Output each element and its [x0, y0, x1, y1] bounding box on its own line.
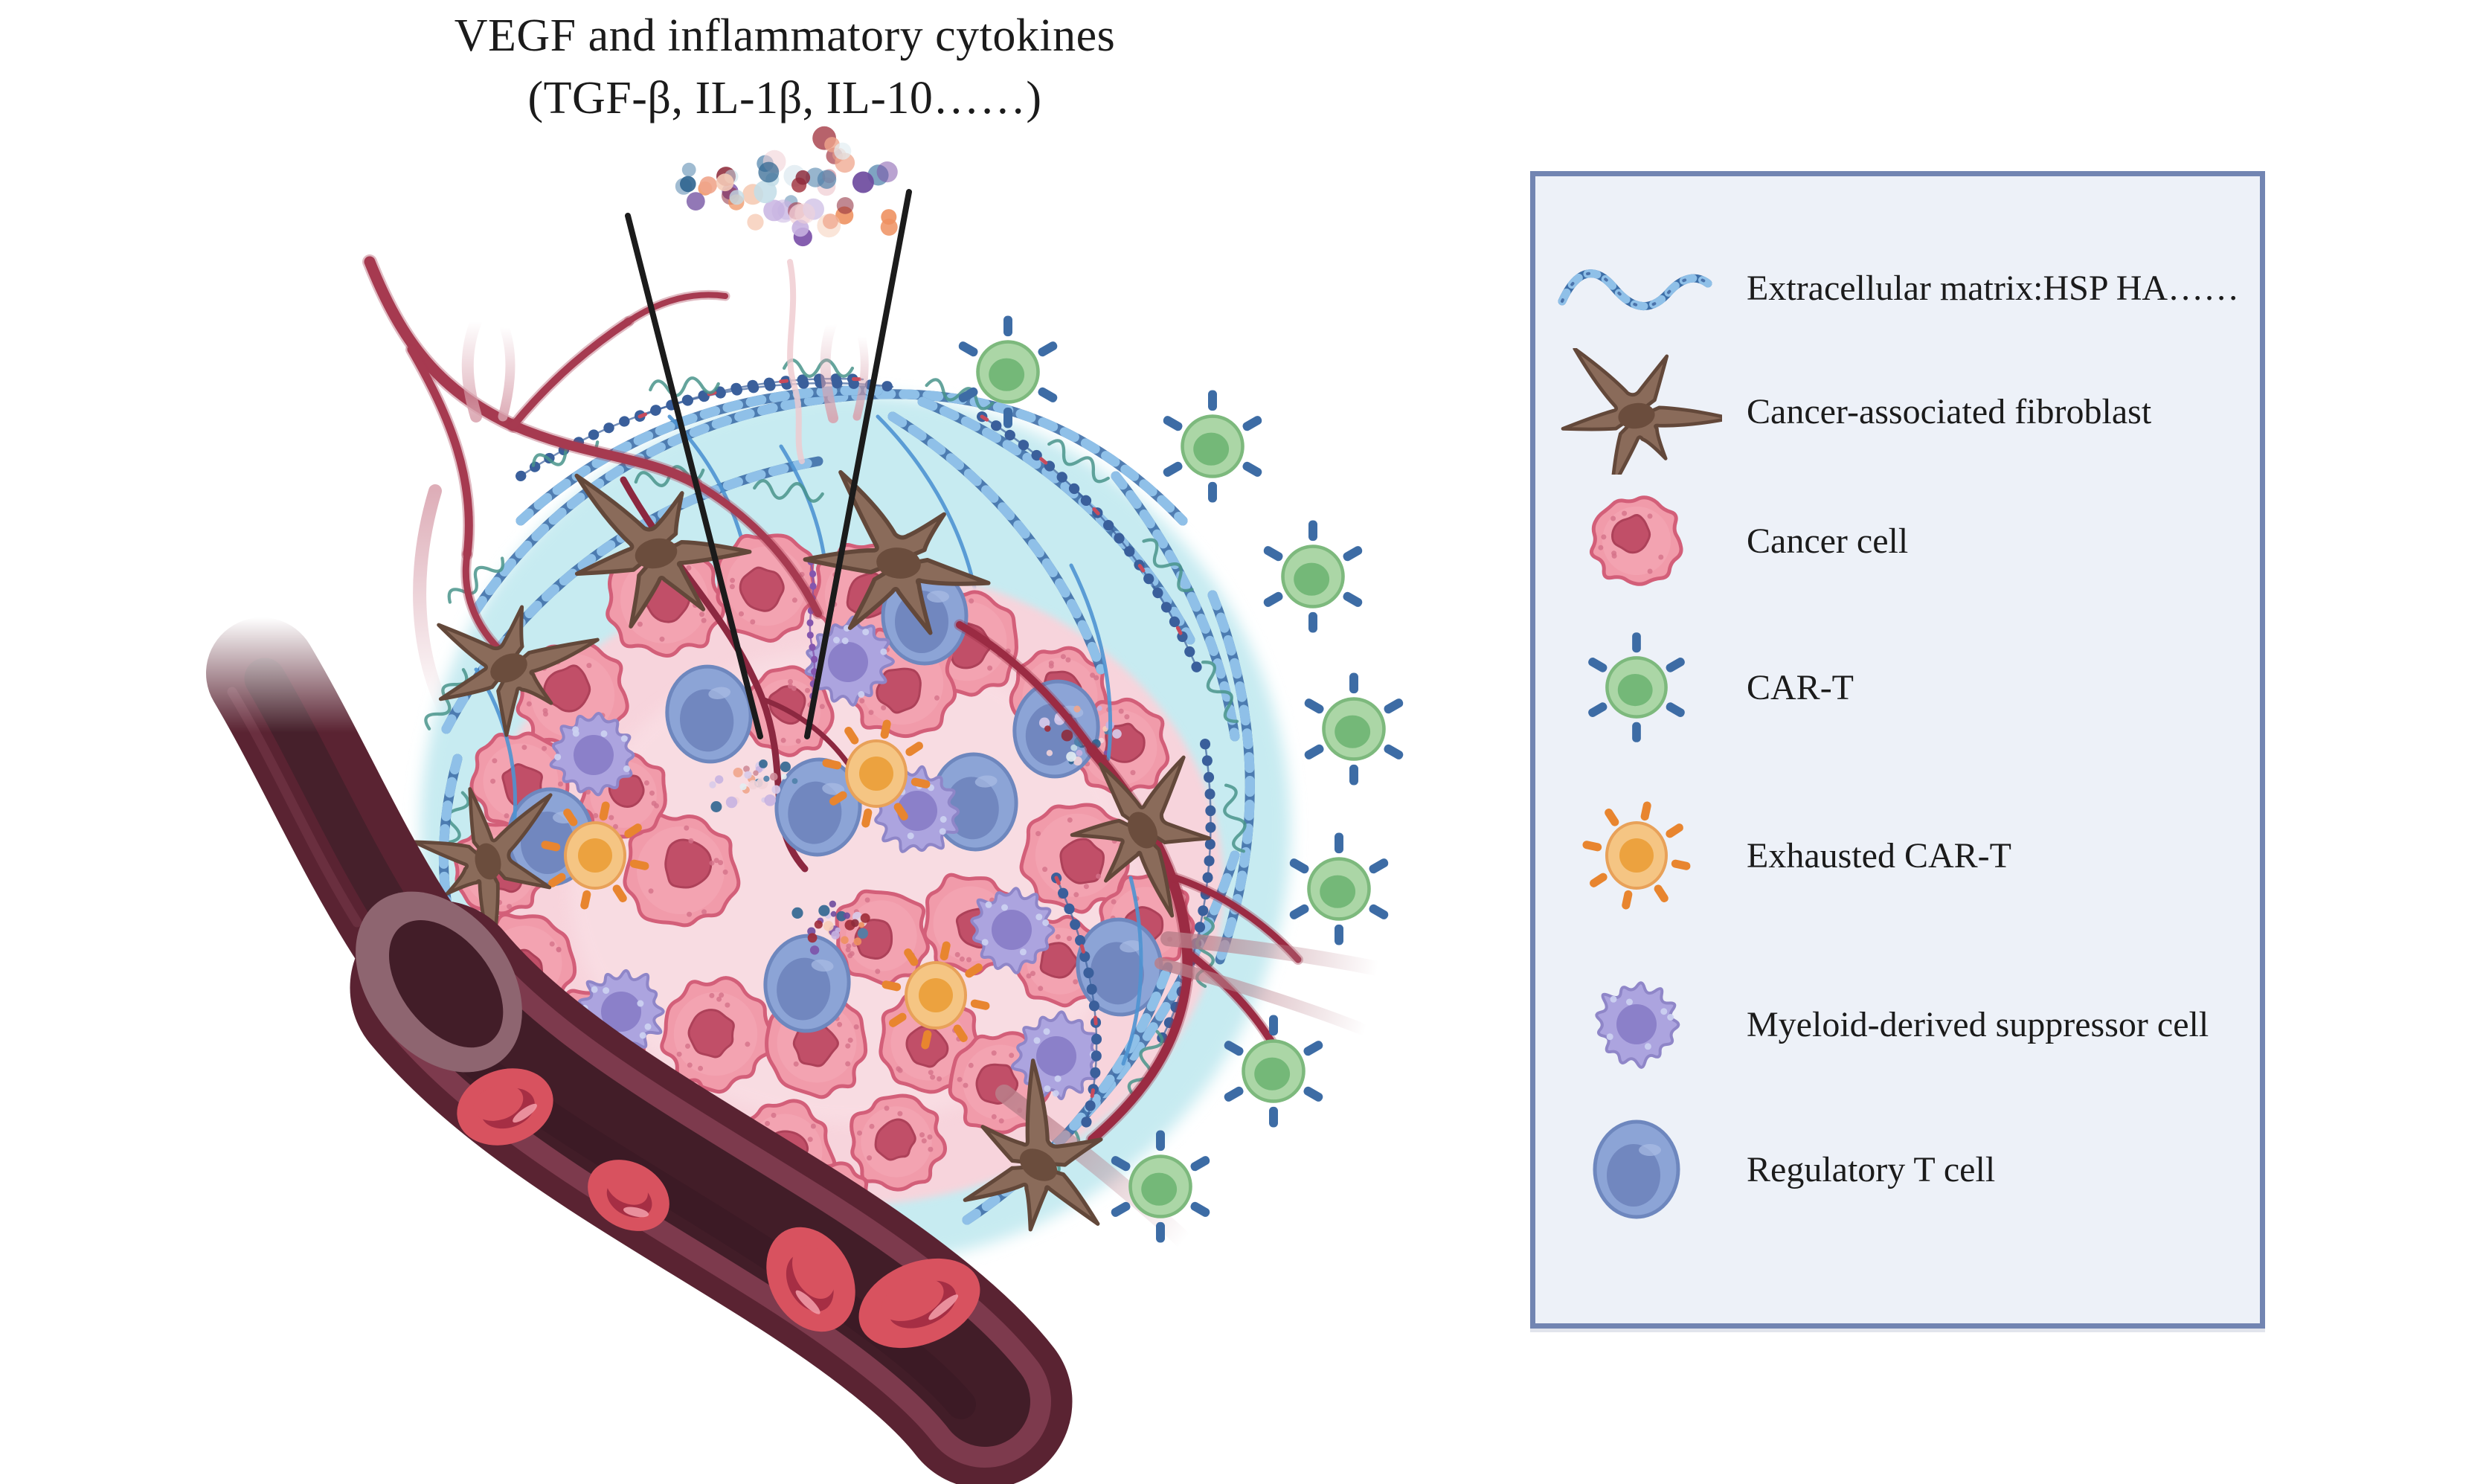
- fibroblasts: [411, 470, 1211, 1232]
- blood-vessel: [186, 603, 1073, 1484]
- legend-item-label: Cancer-associated fibroblast: [1747, 391, 2152, 431]
- cytokine-specks: [709, 705, 1122, 955]
- legend-item-cancer-cell: Cancer cell: [1551, 478, 1908, 604]
- legend-item-label: CAR-T: [1747, 667, 1854, 707]
- car-t-icon: [1551, 624, 1722, 751]
- legend-item-cancer-associated-fibroblast: Cancer-associated fibroblast: [1551, 348, 2151, 475]
- legend-item-label: Regulatory T cell: [1747, 1149, 1996, 1189]
- cytokine-cluster: [675, 126, 898, 247]
- legend-item-mdsc: Myeloid-derived suppressor cell: [1551, 961, 2209, 1088]
- ecm-wave-icon: [1551, 225, 1722, 351]
- legend-item-label: Myeloid-derived suppressor cell: [1747, 1004, 2209, 1044]
- figure-title-line1: VEGF and inflammatory cytokines: [454, 10, 1116, 61]
- legend-item-extracellular-matrix: Extracellular matrix:HSP HA……: [1551, 225, 2239, 351]
- mdsc-icon: [1551, 961, 1722, 1088]
- legend-item-exhausted-car-t: Exhausted CAR-T: [1551, 792, 2011, 919]
- cancer-cell-icon: [1551, 478, 1722, 604]
- fibroblast-icon: [1551, 348, 1722, 475]
- callout-lines: [625, 189, 912, 739]
- legend-item-label: Cancer cell: [1747, 521, 1909, 561]
- exhausted-car-t-cells: [541, 719, 990, 1050]
- legend-item-label: Exhausted CAR-T: [1747, 835, 2011, 876]
- treg-icon: [1551, 1106, 1722, 1233]
- legend-item-label: Extracellular matrix:HSP HA……: [1747, 268, 2240, 308]
- legend-item-car-t: CAR-T: [1551, 624, 1854, 751]
- ecm-fibers-front: [438, 359, 1255, 1225]
- legend-item-regulatory-t-cell: Regulatory T cell: [1551, 1106, 1995, 1233]
- figure-title: VEGF and inflammatory cytokines (TGF-β, …: [312, 4, 1257, 130]
- car-t-cells: [958, 315, 1404, 1243]
- exhausted-car-t-icon: [1551, 792, 1722, 919]
- arteries: [362, 254, 1385, 1250]
- legend-panel: Extracellular matrix:HSP HA…… Cancer-ass…: [1530, 171, 2265, 1329]
- red-blood-cells: [457, 1068, 980, 1349]
- figure-title-line2: (TGF-β, IL-1β, IL-10……): [527, 73, 1042, 124]
